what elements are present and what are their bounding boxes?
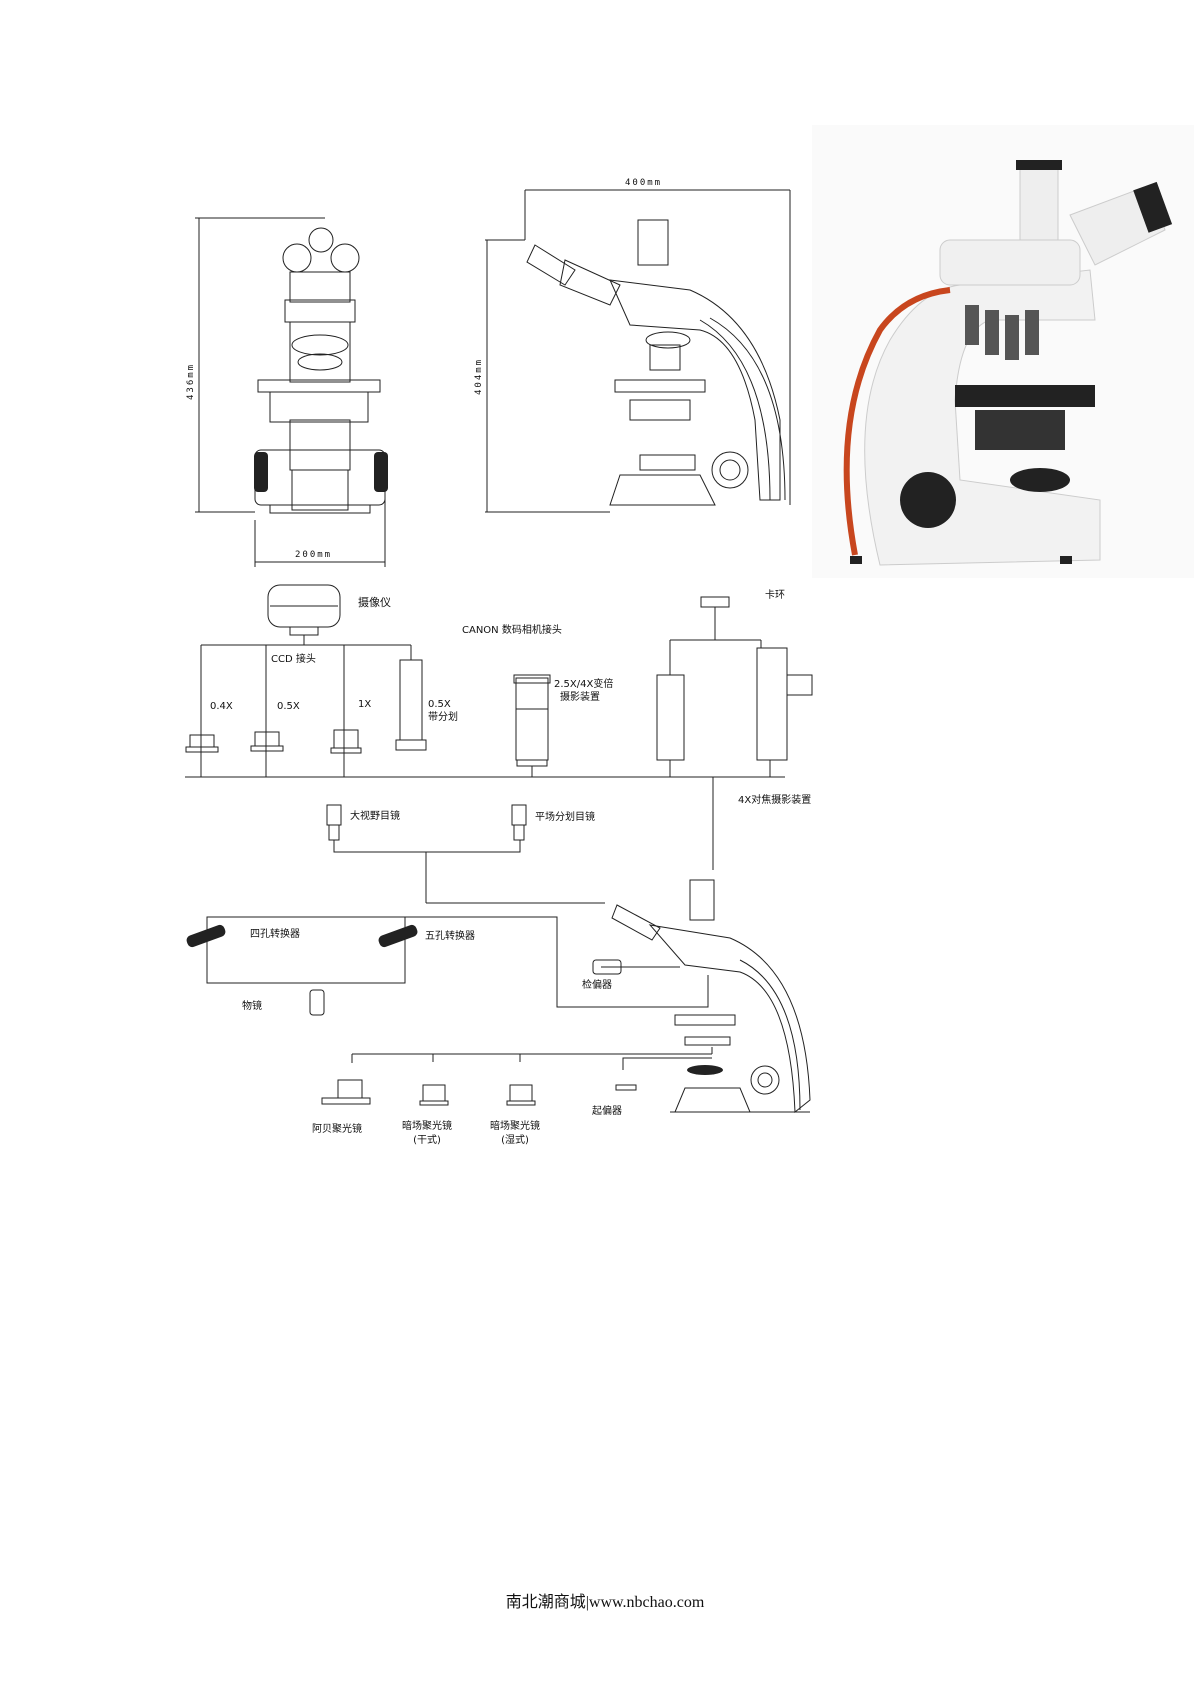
adapter-04x-label: 0.4X — [210, 701, 233, 712]
front-width-dimension: 200mm — [295, 550, 333, 560]
wide-field-eyepiece-label: 大视野目镜 — [350, 811, 400, 822]
abbe-condenser-label: 阿贝聚光镜 — [312, 1124, 362, 1135]
darkfield-dry-label: 暗场聚光镜 (干式) — [402, 1120, 452, 1148]
camera-label: 摄像仪 — [358, 596, 391, 609]
five-hole-nosepiece-label: 五孔转换器 — [425, 931, 475, 942]
clamp-ring-label: 卡环 — [765, 590, 785, 601]
adapter-05x-label: 0.5X — [277, 701, 300, 712]
footer-source: 南北潮商城|www.nbchao.com — [505, 1594, 705, 1611]
side-width-dimension: 400mm — [625, 178, 663, 188]
darkfield-wet-line1: 暗场聚光镜 — [490, 1121, 540, 1132]
adapter-1x-label: 1X — [358, 699, 372, 710]
analyzer-label: 检偏器 — [582, 980, 612, 991]
polarizer-label: 起偏器 — [592, 1106, 622, 1117]
adapter-05x-reticle-label: 0.5X 带分划 — [428, 698, 458, 724]
four-hole-nosepiece-label: 四孔转换器 — [250, 929, 300, 940]
canon-adapter-label: CANON 数码相机接头 — [462, 625, 562, 636]
darkfield-dry-line1: 暗场聚光镜 — [402, 1121, 452, 1132]
adapter-05x-reticle-line2: 带分划 — [428, 712, 458, 723]
plan-reticle-eyepiece-label: 平场分划目镜 — [535, 812, 595, 823]
ccd-adapter-label: CCD 接头 — [271, 654, 316, 665]
darkfield-wet-label: 暗场聚光镜 (湿式) — [490, 1120, 540, 1148]
objective-label: 物镜 — [242, 1001, 262, 1012]
zoom-photo-line1: 2.5X/4X变倍 — [554, 679, 614, 690]
zoom-photo-device-label: 2.5X/4X变倍摄影装置 — [554, 678, 613, 704]
zoom-photo-line2: 摄影装置 — [560, 692, 600, 703]
adapter-05x-reticle-line1: 0.5X — [428, 699, 451, 710]
darkfield-wet-line2: (湿式) — [501, 1135, 529, 1146]
focus-photo-4x-label: 4X对焦摄影装置 — [738, 795, 812, 806]
darkfield-dry-line2: (干式) — [413, 1135, 441, 1146]
